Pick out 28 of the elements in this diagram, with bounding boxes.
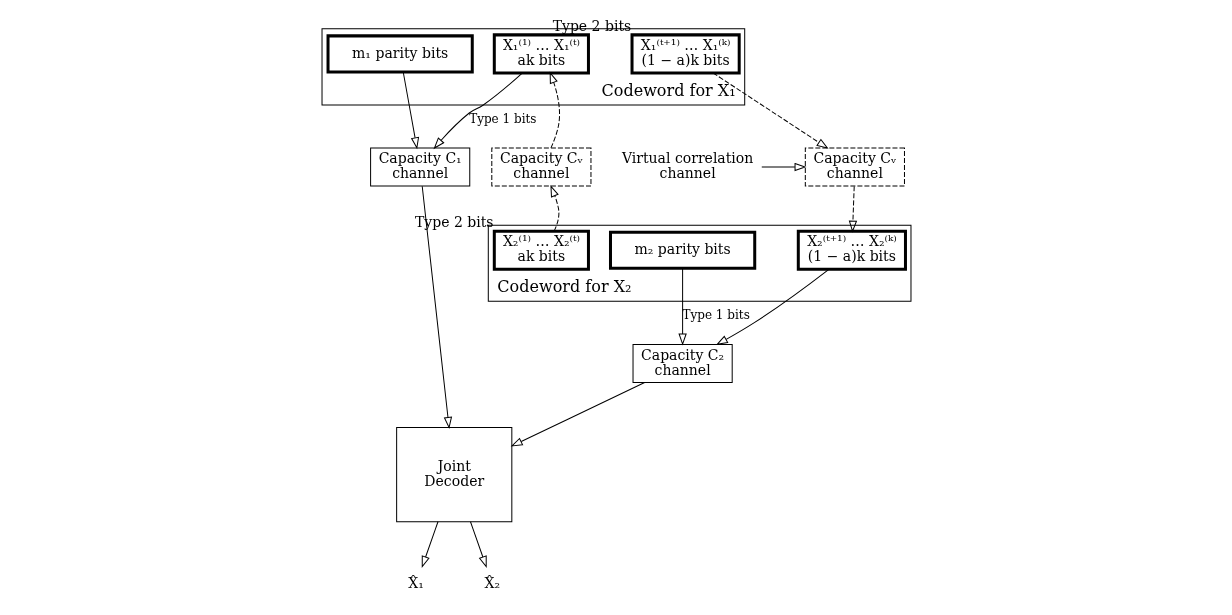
arrow [511, 382, 645, 447]
arrow [433, 72, 523, 149]
node-text: X̂₁ [407, 575, 424, 592]
node-box: m₂ parity bits [608, 230, 756, 270]
arrow [678, 268, 687, 345]
arrow [716, 268, 829, 345]
edge-label: Type 1 bits [468, 111, 536, 126]
node-box: Capacity Cᵥ channel [804, 147, 905, 187]
node-box: X₁⁽¹⁾ … X₁⁽ᵗ⁾ ak bits [492, 33, 590, 75]
node-text: X̂₂ [483, 575, 500, 592]
arrow [421, 521, 438, 567]
node-box: Capacity C₁ channel [369, 147, 470, 187]
arrow [760, 163, 806, 172]
node-box: Capacity Cᵥ channel [490, 147, 591, 187]
node-text: Virtual correlation channel [621, 150, 753, 182]
arrow [549, 185, 559, 232]
arrow [549, 72, 560, 149]
node-box: X₂⁽¹⁾ … X₂⁽ᵗ⁾ ak bits [492, 229, 590, 271]
arrow [712, 72, 828, 149]
arrow [469, 521, 487, 567]
arrow [848, 186, 857, 232]
arrow [421, 185, 452, 428]
node-box: Capacity C₂ channel [632, 343, 733, 383]
node-box: Joint Decoder [395, 427, 512, 523]
node-box: X₁⁽ᵗ⁺¹⁾ … X₁⁽ᵏ⁾ (1 − a)k bits [630, 33, 741, 75]
node-box: m₁ parity bits [326, 34, 474, 74]
node-box: X₂⁽ᵗ⁺¹⁾ … X₂⁽ᵏ⁾ (1 − a)k bits [796, 229, 907, 271]
arrow [402, 71, 419, 149]
